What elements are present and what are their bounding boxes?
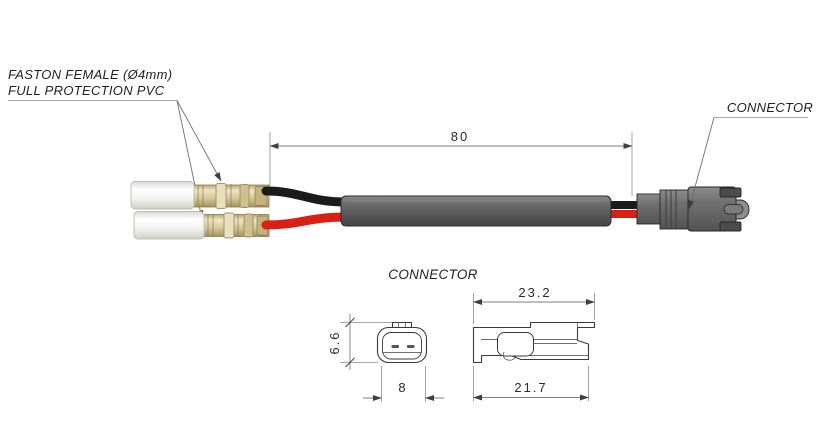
connector-rear [636, 193, 664, 225]
dim-6-6: 6.6 [327, 330, 342, 354]
connector-assembly [636, 186, 750, 232]
dimension-front-height: 6.6 [327, 314, 392, 370]
dim-21-7: 21.7 [514, 380, 547, 395]
connector-leader [688, 117, 715, 210]
faston-label-line2: FULL PROTECTION PVC [8, 83, 165, 98]
connector-tab-bottom [719, 221, 742, 232]
dimension-side-overall: 23.2 [473, 285, 595, 324]
connector-side-view: 23.2 21.7 [472, 285, 596, 401]
connector-callout: CONNECTOR [688, 100, 813, 210]
wire-red-left [261, 212, 351, 230]
connector-front-view: 6.6 8 [327, 314, 444, 402]
dim-80: 80 [451, 129, 469, 144]
faston-female-bottom [133, 211, 270, 240]
faston-female-top [130, 181, 270, 210]
connector-callout-label: CONNECTOR [727, 100, 813, 115]
dimension-side-body: 21.7 [473, 366, 589, 401]
wire-black-left [261, 186, 351, 207]
front-view-cavity [382, 332, 422, 360]
faston-label-line1: FASTON FEMALE (Ø4mm) [8, 67, 172, 82]
dimension-cable-length: 80 [269, 129, 633, 196]
front-view-pin-right [407, 345, 415, 348]
dim-23-2: 23.2 [518, 285, 551, 300]
connector-tab-top [719, 187, 742, 198]
dimension-front-width: 8 [363, 366, 444, 402]
connector-oval-recess [723, 204, 744, 215]
front-view-pin-left [391, 345, 399, 348]
pvc-sleeve-top [130, 181, 195, 210]
faston-leader-top [176, 100, 222, 182]
dim-8: 8 [398, 380, 407, 395]
cable-sheath [340, 195, 612, 227]
side-view-latch [497, 332, 534, 357]
connector-detail-title: CONNECTOR [388, 267, 477, 282]
connector-mid [659, 189, 691, 230]
faston-callout: FASTON FEMALE (Ø4mm) FULL PROTECTION PVC [8, 67, 222, 220]
side-view-latch-hook [503, 351, 517, 361]
pvc-sleeve-bottom [133, 211, 205, 240]
